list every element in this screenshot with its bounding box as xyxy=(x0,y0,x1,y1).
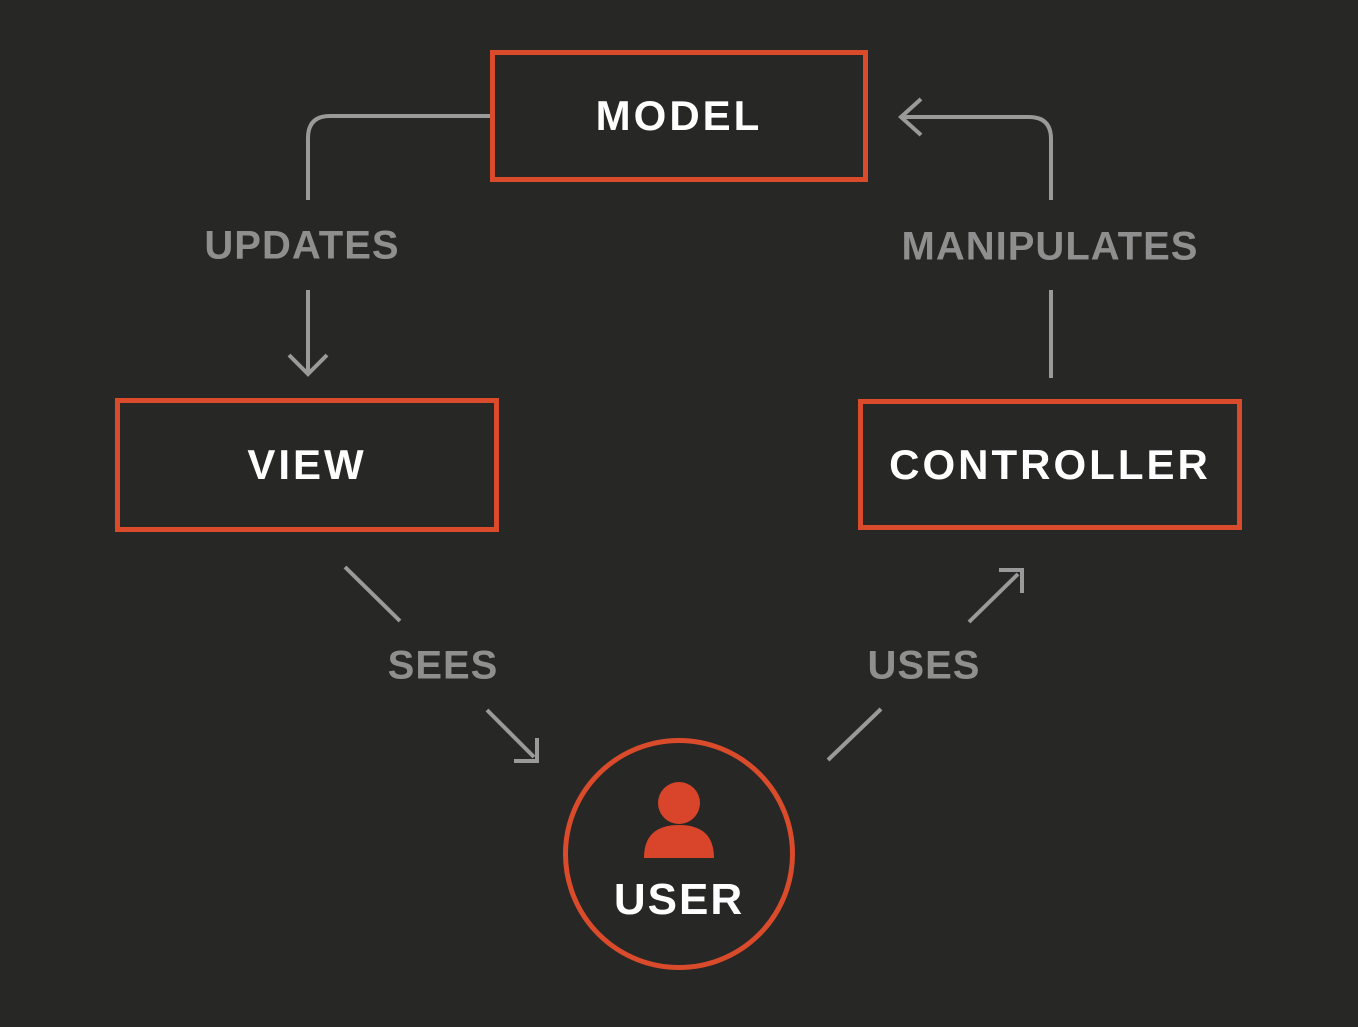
user-label: USER xyxy=(613,875,745,924)
sees-edge-label: SEES xyxy=(387,643,499,688)
model-label: MODEL xyxy=(595,92,763,139)
updates-arrow xyxy=(287,114,490,377)
updates-edge-label: UPDATES xyxy=(204,223,400,268)
user-icon xyxy=(644,782,714,858)
controller-label: CONTROLLER xyxy=(889,440,1211,488)
sees-arrow xyxy=(343,565,539,763)
view-label: VIEW xyxy=(247,441,367,488)
node-controller: CONTROLLER xyxy=(858,399,1242,530)
uses-arrow xyxy=(826,568,1024,762)
node-view: VIEW xyxy=(115,398,499,532)
manipulates-edge-label: MANIPULATES xyxy=(901,224,1199,269)
node-user: USER xyxy=(563,738,795,970)
node-model: MODEL xyxy=(490,50,868,182)
uses-edge-label: USES xyxy=(867,643,981,688)
manipulates-arrow xyxy=(898,97,1053,378)
